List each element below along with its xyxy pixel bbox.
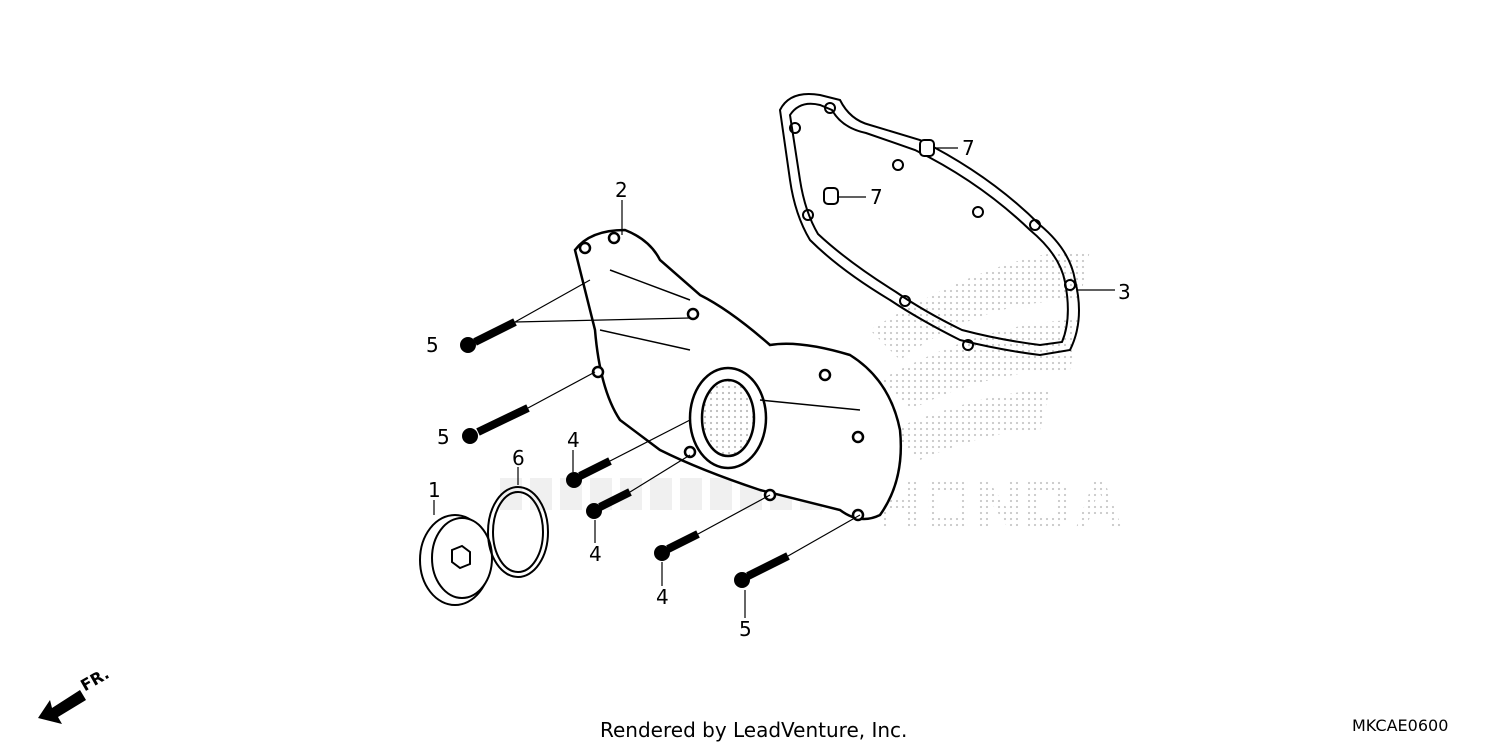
callout-7[interactable]: 7: [962, 136, 975, 160]
callout-6[interactable]: 6: [512, 446, 525, 470]
callout-1[interactable]: 1: [428, 478, 441, 502]
callout-4[interactable]: 4: [656, 585, 669, 609]
gasket-part-3[interactable]: [778, 93, 1080, 357]
bolt-icons[interactable]: [460, 318, 790, 588]
callout-4[interactable]: 4: [567, 428, 580, 452]
callout-4[interactable]: 4: [589, 542, 602, 566]
dowel-pin-part-7[interactable]: [823, 139, 935, 205]
bolt-part-5: [734, 552, 790, 588]
diagram-code: MKCAE0600: [1352, 716, 1449, 735]
watermark-logo: [870, 250, 1122, 528]
leader-lines: [433, 147, 1115, 618]
bolt-part-4: [654, 530, 700, 561]
front-arrow-icon: [38, 690, 86, 724]
bolt-part-5: [460, 318, 517, 353]
bolt-part-5: [462, 404, 530, 444]
footer-credit: Rendered by LeadVenture, Inc.: [600, 718, 908, 742]
cap-part-1[interactable]: [419, 514, 493, 606]
cover-part-2[interactable]: [573, 228, 903, 522]
callout-5[interactable]: 5: [426, 333, 439, 357]
callout-5[interactable]: 5: [437, 425, 450, 449]
callout-7[interactable]: 7: [870, 185, 883, 209]
o-ring-part-6[interactable]: [487, 486, 549, 578]
bolt-part-4: [586, 488, 632, 519]
bolt-part-4: [566, 457, 612, 488]
callout-3[interactable]: 3: [1118, 280, 1131, 304]
callout-5[interactable]: 5: [739, 617, 752, 641]
callout-2[interactable]: 2: [615, 178, 628, 202]
